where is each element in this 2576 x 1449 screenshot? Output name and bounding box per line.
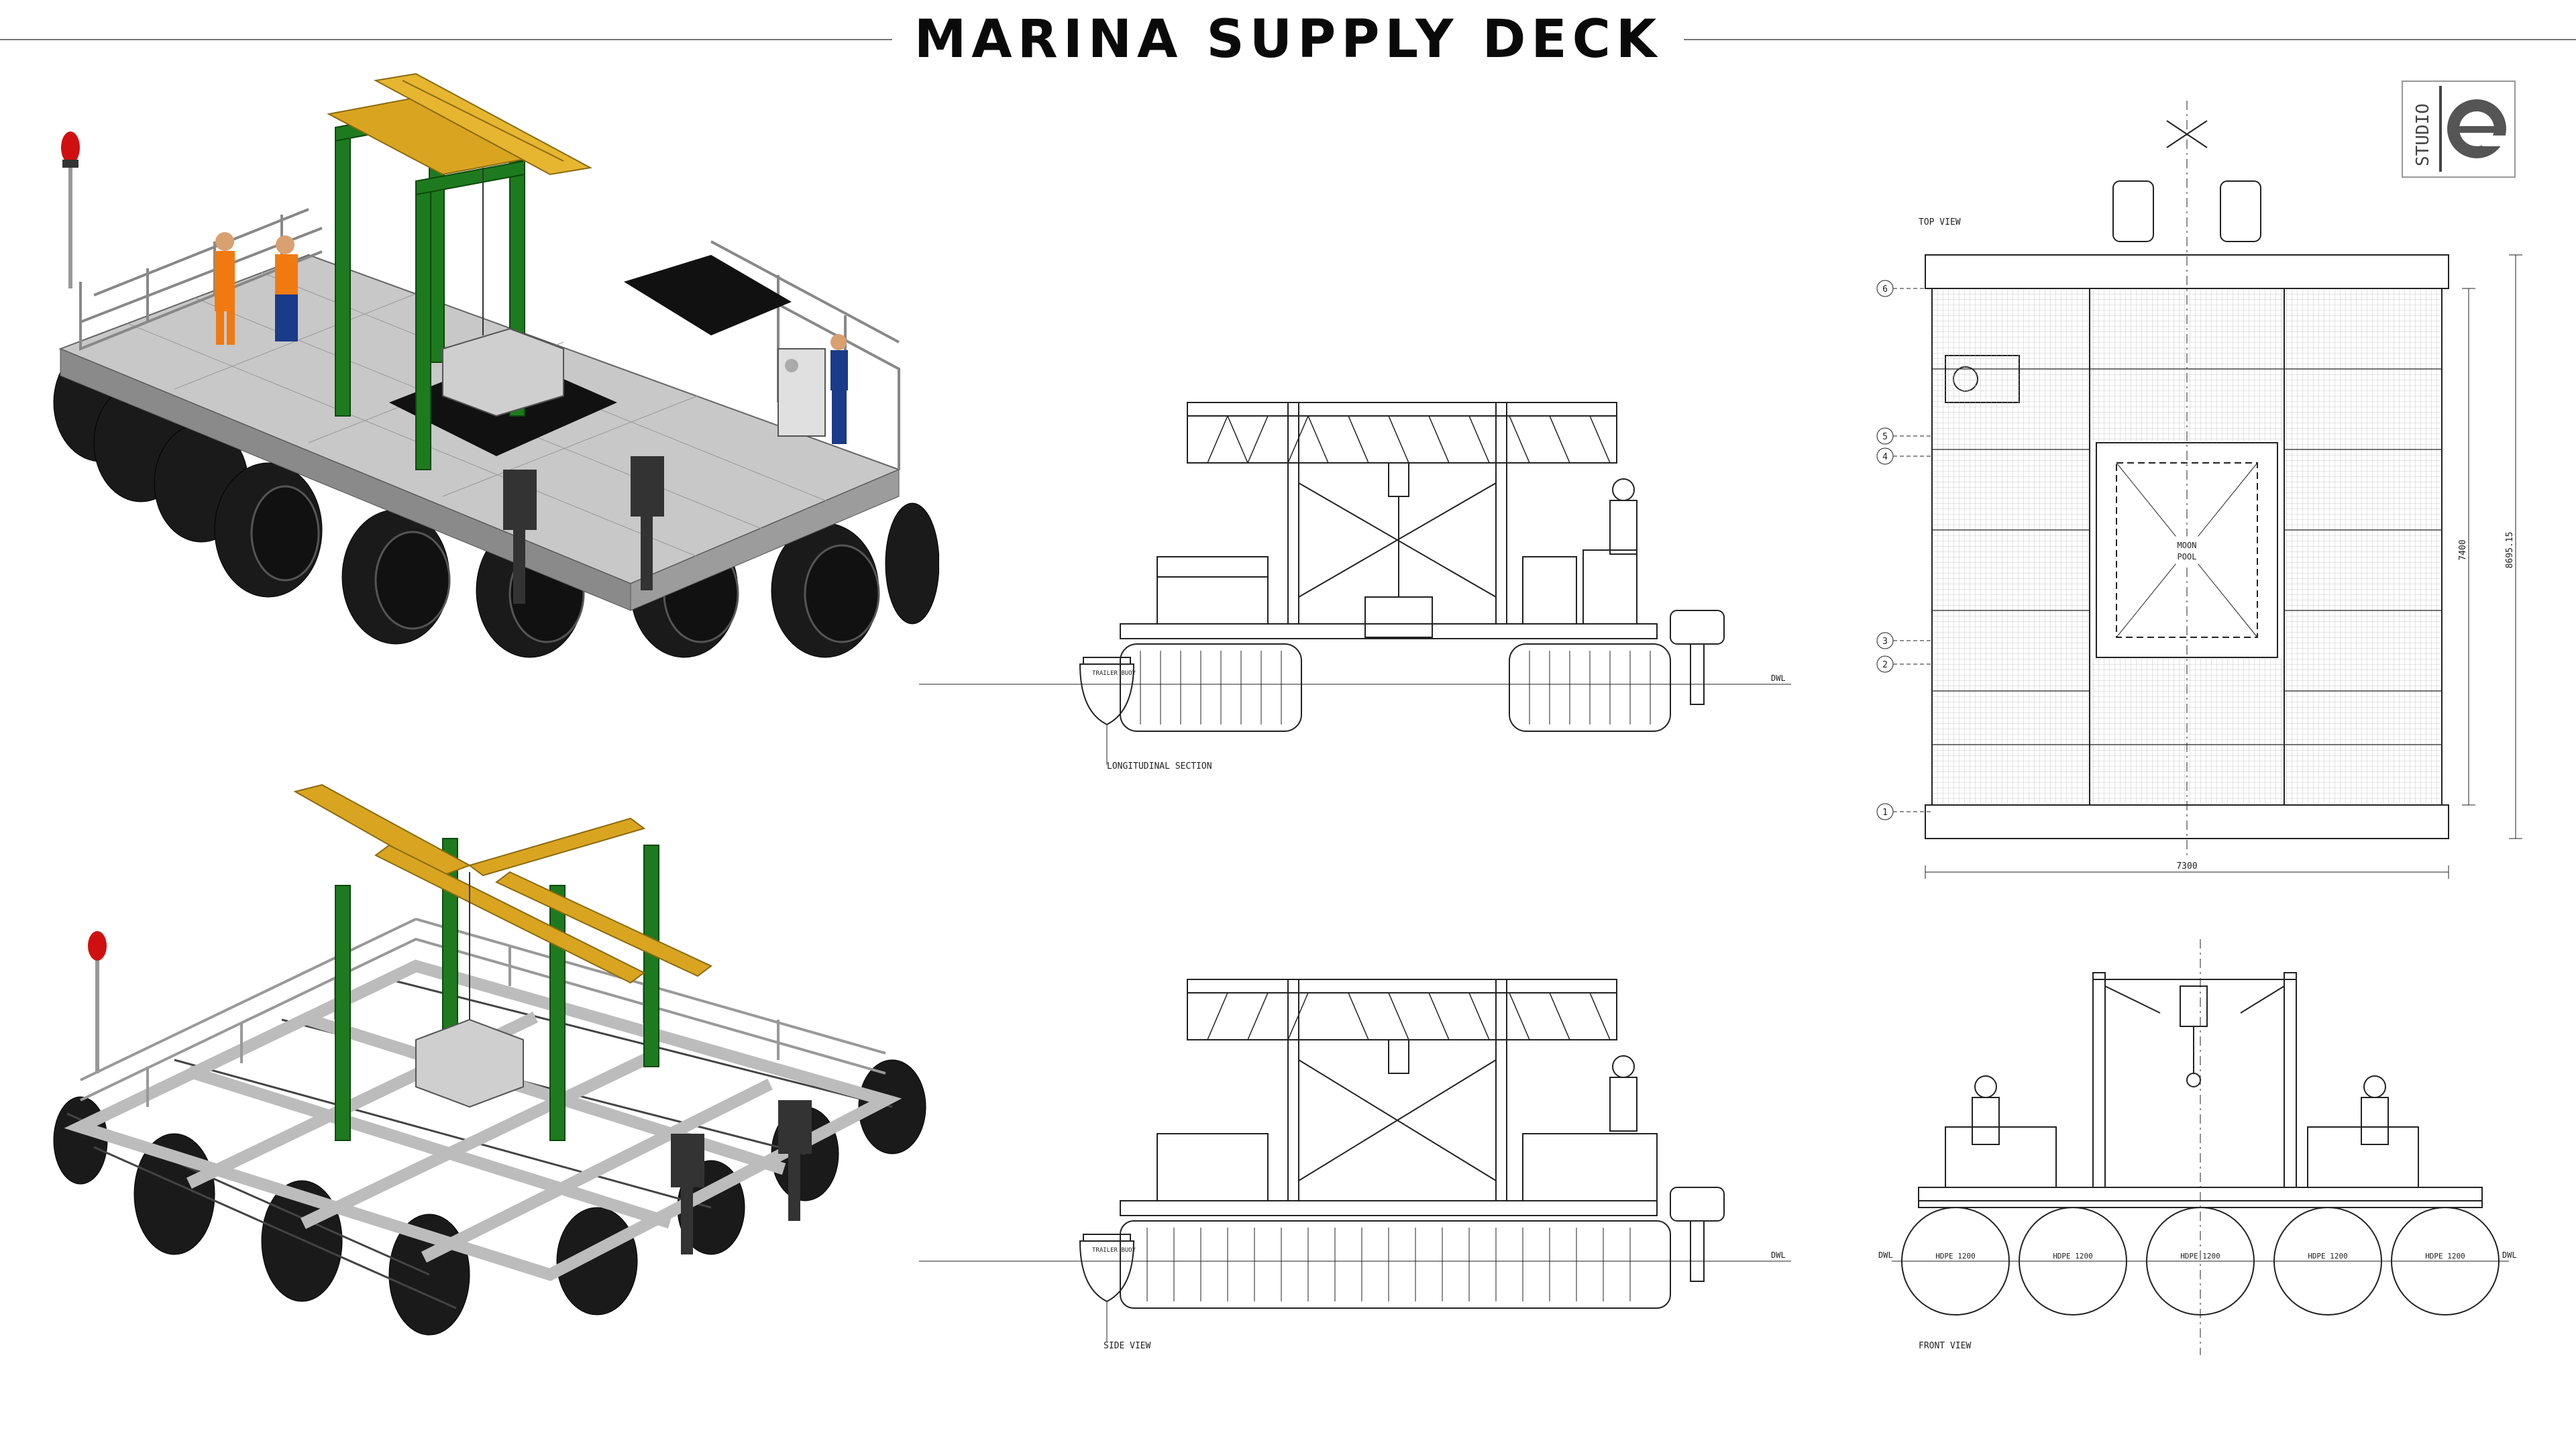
hoist-beam xyxy=(327,72,593,176)
dim-length: 7400 xyxy=(2458,539,2468,560)
gridline-2: 2 xyxy=(1882,660,1888,670)
gridline-4: 4 xyxy=(1882,452,1888,462)
dwl-label-longitudinal: DWL xyxy=(1771,674,1786,683)
hoist-box xyxy=(442,327,564,417)
float-label-3: HDPE 1200 xyxy=(2180,1252,2220,1260)
moon-pool-label-1: MOON xyxy=(2178,541,2197,550)
title-rule-right xyxy=(1684,39,2576,40)
float-label-2: HDPE 1200 xyxy=(2053,1252,2093,1260)
buoy-label-side: TRAILER BUOY xyxy=(1092,1247,1136,1254)
warning-beacon xyxy=(61,131,80,164)
studio-logo-text: STUDIO xyxy=(2413,103,2433,166)
longitudinal-section: DWL TRAILER BUOY LONGITUDINAL SECTION xyxy=(919,402,1791,771)
dwl-label-front-right: DWL xyxy=(2502,1250,2517,1260)
perspective-view-upper xyxy=(53,72,939,658)
float-label-5: HDPE 1200 xyxy=(2425,1252,2465,1260)
studio-logo: STUDIO xyxy=(2402,80,2516,178)
gridline-1: 1 xyxy=(1882,808,1888,818)
float-label-1: HDPE 1200 xyxy=(1935,1252,1976,1260)
moon-pool-label-2: POOL xyxy=(2178,552,2197,561)
gridline-5: 5 xyxy=(1882,432,1888,442)
front-view-label: FRONT VIEW xyxy=(1919,1341,1971,1351)
side-view-label: SIDE VIEW xyxy=(1104,1341,1151,1351)
dim-overall: 8695.15 xyxy=(2505,532,2515,569)
gridline-6: 6 xyxy=(1882,284,1888,294)
longitudinal-section-label: LONGITUDINAL SECTION xyxy=(1107,761,1212,771)
dim-width: 7300 xyxy=(2176,861,2197,871)
floats-group xyxy=(53,343,939,658)
front-view: DWL DWL HDPE 1200 HDPE 1200 HDPE 1200 HD… xyxy=(1878,939,2517,1355)
perspective-view-lower xyxy=(53,784,926,1336)
dwl-label-side: DWL xyxy=(1771,1250,1786,1260)
buoy-label-longitudinal: TRAILER BUOY xyxy=(1092,670,1136,677)
top-view-label: TOP VIEW xyxy=(1919,217,1961,227)
float-label-4: HDPE 1200 xyxy=(2308,1252,2348,1260)
worker-figures xyxy=(215,232,848,444)
title-rule-left xyxy=(0,39,892,40)
side-view: DWL TRAILER BUOY SIDE VIEW xyxy=(919,979,1791,1351)
dwl-label-front-left: DWL xyxy=(1878,1250,1893,1260)
control-console xyxy=(777,348,826,437)
outboard-engines xyxy=(503,456,664,604)
gridline-3: 3 xyxy=(1882,637,1888,647)
sheet-title: MARINA SUPPLY DECK xyxy=(914,9,1662,70)
warning-beacon-lower xyxy=(88,931,107,961)
top-view: TOP VIEW xyxy=(1876,101,2522,879)
